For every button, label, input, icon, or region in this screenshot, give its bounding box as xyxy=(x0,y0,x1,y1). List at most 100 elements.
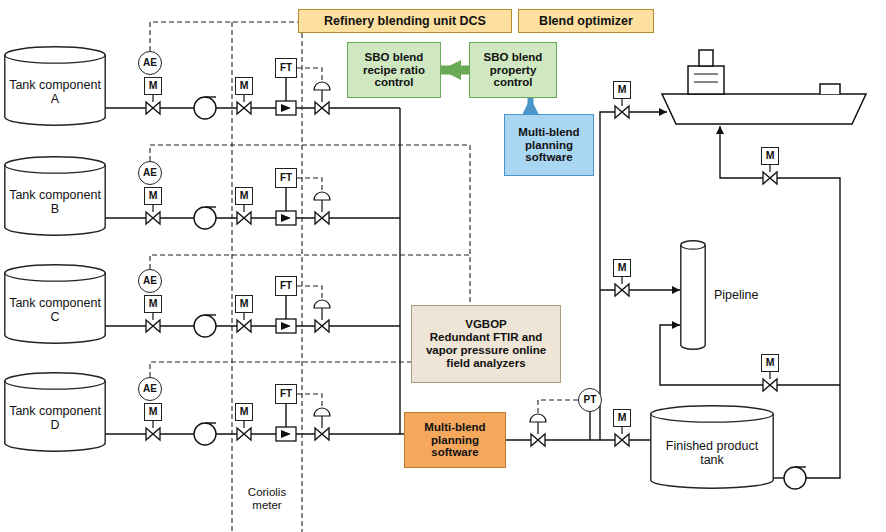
node-label: Tank component A xyxy=(9,78,101,106)
node-label: Finished product tank xyxy=(655,439,769,467)
ship xyxy=(662,50,866,124)
pressure-transmitter: PT xyxy=(578,388,602,412)
node-text: PT xyxy=(584,394,597,405)
node-text: M xyxy=(149,298,158,310)
control-box: SBO blend recipe ratio control xyxy=(347,42,441,98)
pipe-line xyxy=(589,412,590,440)
signal-line xyxy=(297,394,322,408)
node-label: Multi-blend planning software xyxy=(510,126,588,165)
motor-actuator: M xyxy=(235,403,253,421)
node-text: M xyxy=(240,406,249,418)
node-label: M xyxy=(240,80,249,92)
valve-symbol xyxy=(315,320,329,332)
pipe-line xyxy=(285,296,286,319)
node-label: M xyxy=(618,262,627,274)
analyzer-box: VGBOPRedundant FTIR and vapor pressure o… xyxy=(411,305,561,383)
storage-tank: Tank component D xyxy=(4,372,106,452)
valve-stem xyxy=(621,276,622,284)
node-label: FT xyxy=(280,62,292,73)
node-text: Multi-blend planning software xyxy=(510,126,588,165)
node-text: M xyxy=(766,357,775,369)
node-text: Tank component C xyxy=(9,296,101,324)
control-box: SBO blend property control xyxy=(469,42,557,98)
valve-stem xyxy=(243,420,244,428)
valve-stem xyxy=(152,204,153,212)
valve-symbol xyxy=(615,434,629,446)
motor-actuator: M xyxy=(613,81,631,99)
node-text: M xyxy=(618,84,627,96)
motor-actuator: M xyxy=(235,77,253,95)
valve-symbol xyxy=(237,212,251,224)
node-label: Multi-blend planning software xyxy=(410,421,500,460)
node-label: M xyxy=(149,298,158,310)
system-header: Blend optimizer xyxy=(518,9,654,33)
node-text: FT xyxy=(280,388,292,399)
node-text: VGBOP xyxy=(418,318,554,331)
node-text: AE xyxy=(143,57,157,68)
node-label: Pipeline xyxy=(714,288,758,302)
node-label: M xyxy=(766,150,775,162)
motor-actuator: M xyxy=(144,77,162,95)
signal-line xyxy=(231,22,232,532)
node-text: Tank component B xyxy=(9,188,101,216)
signal-line xyxy=(301,33,302,532)
analyzer-element: AE xyxy=(138,377,162,401)
node-text: Redundant FTIR and vapor pressure online… xyxy=(418,331,554,370)
system-header: Refinery blending unit DCS xyxy=(298,9,512,33)
node-label: FT xyxy=(280,280,292,291)
motor-actuator: M xyxy=(144,295,162,313)
control-valve-actuator xyxy=(314,192,330,212)
valve-symbol xyxy=(146,428,160,440)
flow-transmitter: FT xyxy=(275,58,297,78)
flow-transmitter: FT xyxy=(275,276,297,296)
coriolis-element xyxy=(276,211,296,225)
signal-line xyxy=(150,255,470,269)
node-text: M xyxy=(618,262,627,274)
node-label: AE xyxy=(143,57,157,68)
node-text: Tank component A xyxy=(9,78,101,106)
coriolis-element xyxy=(276,101,296,115)
signal-line xyxy=(150,145,470,305)
control-valve-actuator xyxy=(314,300,330,320)
control-valve-actuator xyxy=(314,408,330,428)
signal-line xyxy=(297,68,322,82)
node-label: FT xyxy=(280,172,292,183)
motor-actuator: M xyxy=(144,187,162,205)
node-text: M xyxy=(618,412,627,424)
valve-stem xyxy=(243,312,244,320)
motor-actuator: M xyxy=(761,147,779,165)
product-tank: Finished product tank xyxy=(650,405,774,489)
node-label: M xyxy=(618,412,627,424)
valve-symbol xyxy=(146,320,160,332)
signal-line xyxy=(150,22,298,51)
analyzer-element: AE xyxy=(138,269,162,293)
signal-line xyxy=(297,178,322,192)
valve-stem xyxy=(152,94,153,102)
node-text: SBO blend recipe ratio control xyxy=(353,51,435,90)
valve-symbol xyxy=(315,102,329,114)
motor-actuator: M xyxy=(235,187,253,205)
node-text: Tank component D xyxy=(9,404,101,432)
valve-stem xyxy=(243,204,244,212)
valve-symbol xyxy=(237,428,251,440)
node-label: AE xyxy=(143,383,157,394)
signal-line xyxy=(538,400,578,414)
coriolis-element xyxy=(276,319,296,333)
node-label: AE xyxy=(143,167,157,178)
node-text: M xyxy=(149,190,158,202)
valve-symbol xyxy=(615,284,629,296)
pipe-line xyxy=(400,108,405,434)
motor-actuator: M xyxy=(761,354,779,372)
node-label: M xyxy=(240,406,249,418)
node-text: Refinery blending unit DCS xyxy=(324,14,486,28)
valve-symbol xyxy=(763,379,777,391)
node-label: M xyxy=(149,406,158,418)
pump-symbol xyxy=(194,97,216,119)
node-label: M xyxy=(149,190,158,202)
valve-stem xyxy=(152,312,153,320)
motor-actuator: M xyxy=(144,403,162,421)
node-label: M xyxy=(240,190,249,202)
valve-symbol xyxy=(615,106,629,118)
storage-tank: Tank component A xyxy=(4,46,106,126)
node-label: SBO blend property control xyxy=(475,51,551,90)
